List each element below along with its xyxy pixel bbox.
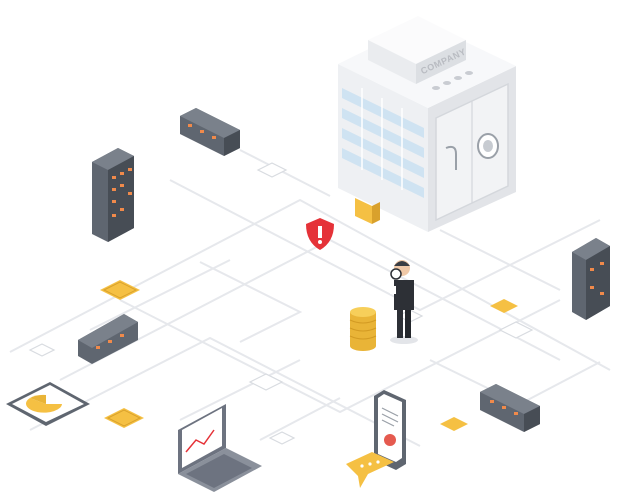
server-rack-icon [78,314,138,364]
security-alert-shield-icon [306,218,334,250]
microchip-icon [100,280,140,300]
coin-stack-icon [349,307,377,351]
circuit-nodes [28,162,534,445]
vault-dial-icon [477,133,499,159]
microchip-icon [490,299,518,313]
tablet-pie-chart-icon [6,382,90,426]
laptop-chart-icon [178,404,262,492]
server-rack-icon [92,148,134,242]
server-rack-icon [572,238,610,320]
phone-document-icon [374,390,406,470]
circuit-network [9,149,611,447]
server-rack-icon [480,384,540,432]
chat-bubble-icon [346,452,394,488]
inspector-with-magnifier-icon [390,260,418,344]
server-rack-icon [180,108,240,156]
folder-icon [355,198,380,224]
microchip-icon [104,408,144,428]
company-building-icon: COMPANY [338,16,516,232]
microchip-icon [440,417,468,431]
